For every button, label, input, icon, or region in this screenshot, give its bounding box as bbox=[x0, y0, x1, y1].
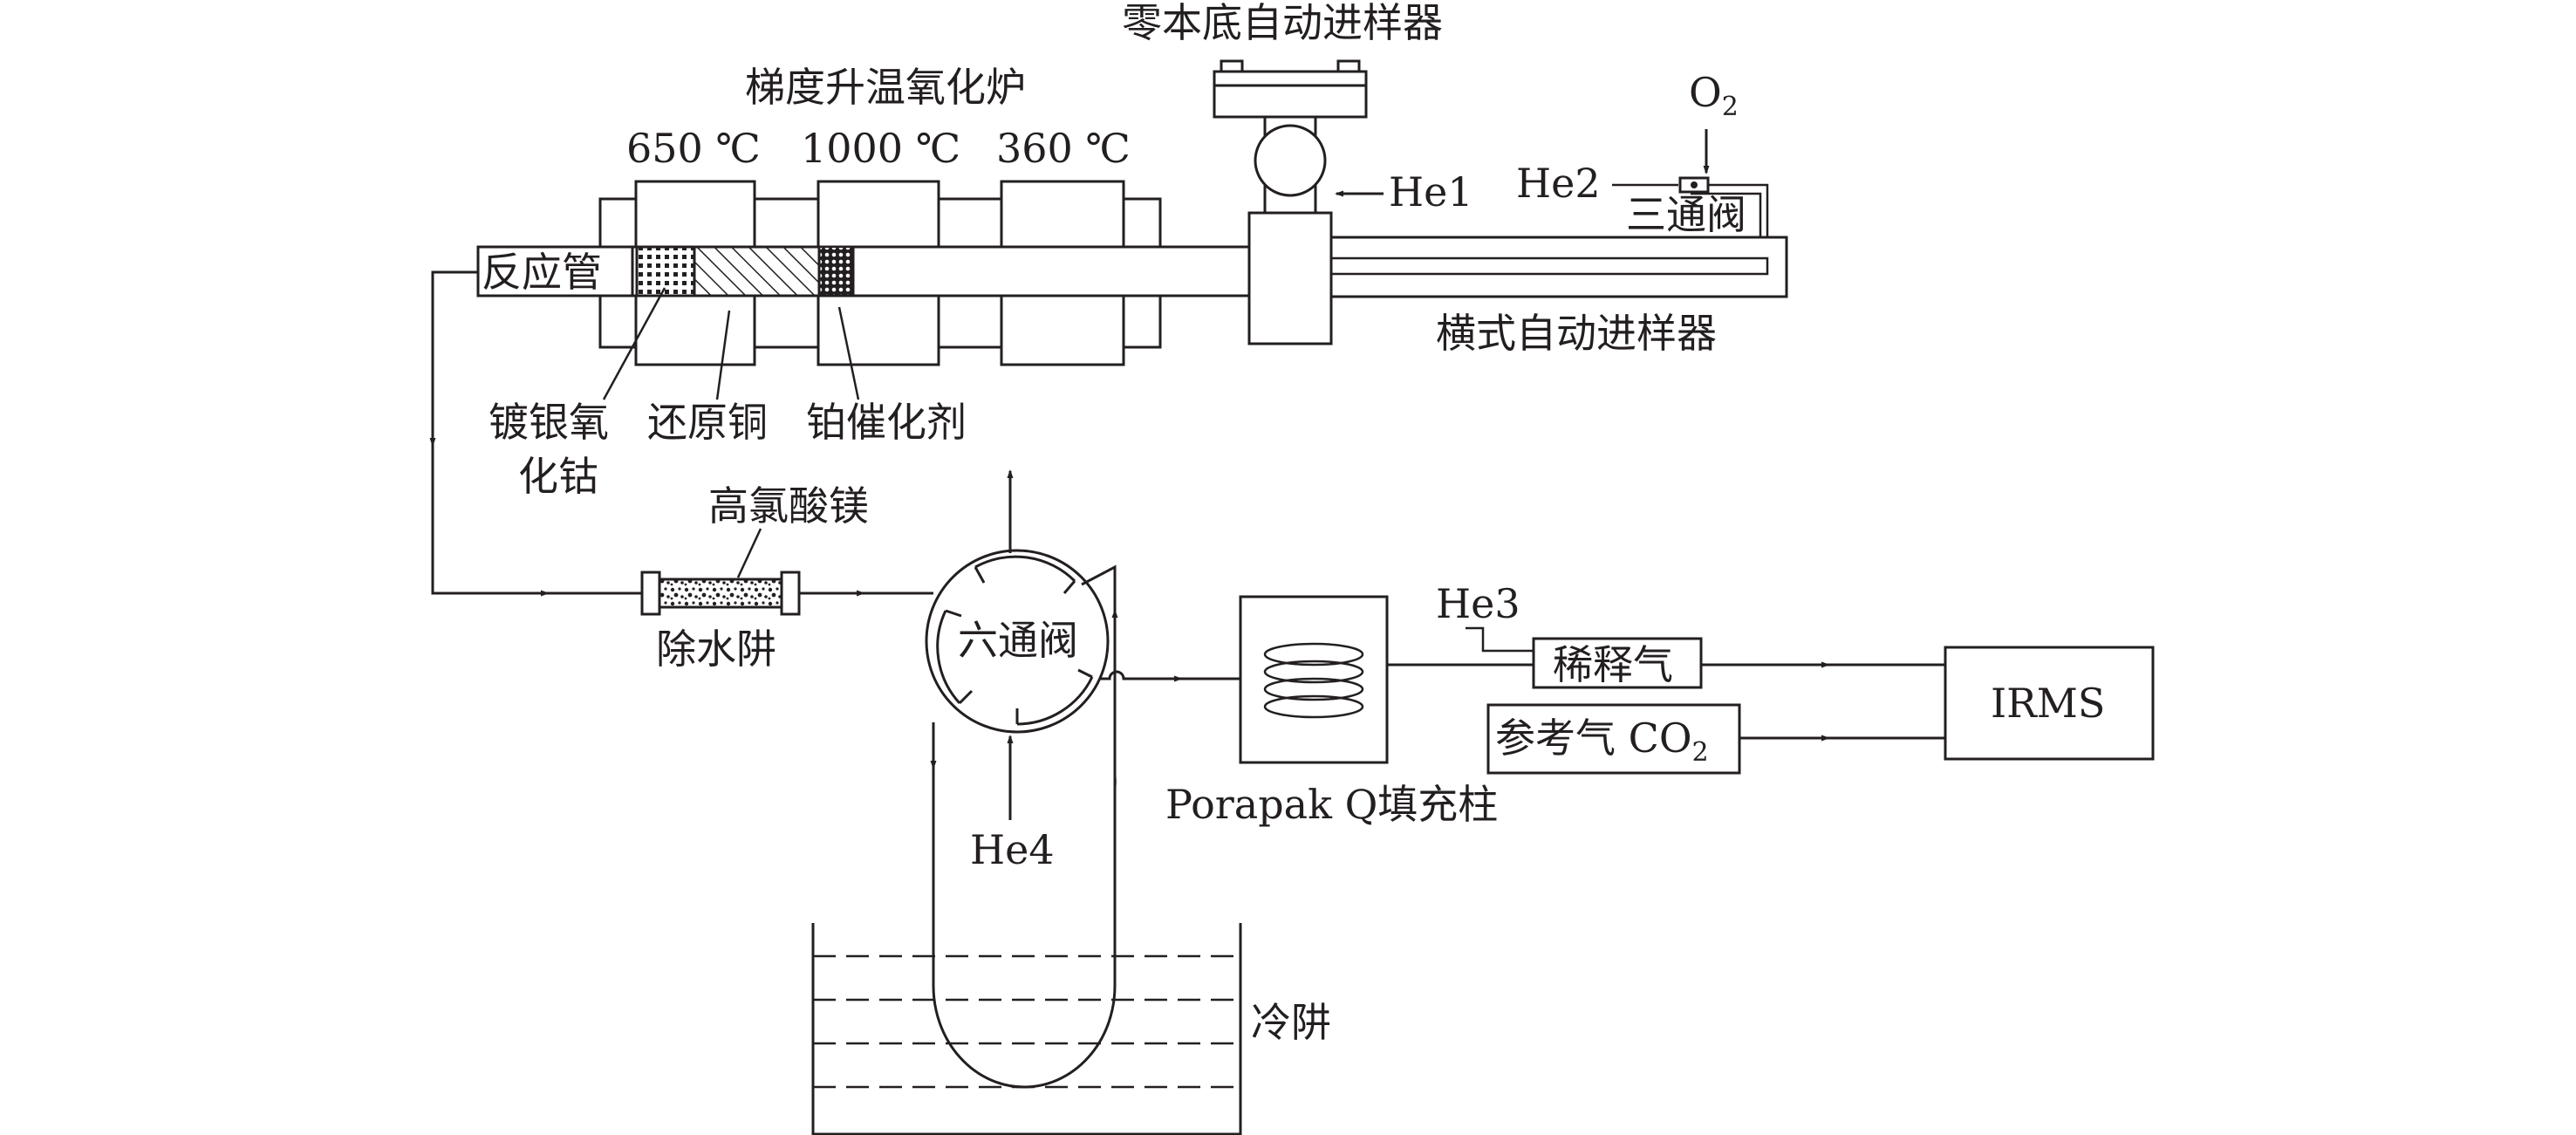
column-coil bbox=[1263, 677, 1364, 701]
he2-label: He2 bbox=[1516, 160, 1601, 207]
reaction-tube bbox=[476, 245, 1251, 297]
reduced-copper-packing bbox=[695, 248, 819, 295]
cold-trap-container bbox=[811, 923, 1242, 1135]
water-trap-packing bbox=[658, 578, 783, 609]
leader-line-reduced-copper bbox=[715, 310, 731, 400]
cold-trap-bath bbox=[811, 923, 1242, 1135]
catalyst-label-silver-cobalt: 镀银氧 bbox=[489, 399, 609, 446]
porapak-column-label: Porapak Q填充柱 bbox=[1165, 781, 1498, 828]
six-way-valve-tick bbox=[1063, 580, 1076, 594]
six-way-valve-tick bbox=[945, 609, 962, 618]
catalyst-label-reduced-copper: 还原铜 bbox=[647, 399, 768, 446]
six-way-valve bbox=[925, 549, 1110, 734]
platinum-catalyst-packing bbox=[820, 248, 853, 295]
he1-label: He1 bbox=[1389, 168, 1473, 215]
catalyst-label-platinum: 铂催化剂 bbox=[806, 399, 967, 446]
six-way-valve-channel bbox=[1016, 676, 1094, 726]
horizontal-sampler-tube bbox=[1329, 236, 1788, 298]
leader-line-platinum bbox=[837, 306, 860, 400]
six-way-valve-channel bbox=[974, 555, 1076, 583]
he3-inlet-line bbox=[1466, 626, 1534, 653]
reaction-tube-body bbox=[476, 245, 1251, 297]
dilution-gas-box bbox=[1532, 637, 1703, 689]
three-way-valve-line bbox=[1691, 192, 1762, 237]
silver-cobalt-oxide-packing bbox=[637, 248, 694, 295]
horizontal-autosampler bbox=[1329, 129, 1788, 298]
mg-perchlorate-label: 高氯酸镁 bbox=[708, 482, 869, 530]
sampler-top-plate bbox=[1213, 70, 1368, 87]
irms-label: IRMS bbox=[1991, 680, 2105, 727]
six-way-valve-channel bbox=[936, 610, 961, 705]
dilution-gas-label: 稀释气 bbox=[1553, 641, 1673, 688]
six-way-valve-tick bbox=[974, 566, 986, 584]
he4-label: He4 bbox=[970, 826, 1055, 873]
furnace-title: 梯度升温氧化炉 bbox=[745, 64, 1026, 111]
six-way-valve-tick bbox=[1077, 668, 1093, 679]
cold-trap-loop bbox=[932, 700, 1117, 1089]
water-trap-cap-right bbox=[780, 571, 801, 616]
column-coil bbox=[1263, 660, 1364, 684]
leader-line-silver-cobalt bbox=[602, 287, 666, 400]
three-way-valve-line bbox=[1691, 183, 1769, 237]
six-way-valve-body bbox=[925, 549, 1110, 734]
sampler-base-block bbox=[1247, 211, 1333, 345]
cold-trap-label: 冷阱 bbox=[1251, 999, 1331, 1046]
six-way-valve-label: 六通阀 bbox=[958, 617, 1078, 664]
water-trap-label: 除水阱 bbox=[656, 626, 776, 673]
six-way-valve-tick bbox=[958, 689, 974, 705]
sampler-valve-ball bbox=[1254, 124, 1327, 197]
catalyst-label-silver-cobalt: 化钴 bbox=[518, 453, 598, 500]
water-trap bbox=[640, 571, 801, 616]
temperature-label-650: 650 ℃ bbox=[626, 125, 761, 172]
o2-label: O2 bbox=[1689, 69, 1739, 122]
temperature-label-360: 360 ℃ bbox=[996, 125, 1131, 172]
column-coil bbox=[1263, 694, 1364, 719]
sampler-rod-end bbox=[1762, 256, 1769, 276]
three-way-valve-label: 三通阀 bbox=[1626, 191, 1746, 238]
temperature-label-1000: 1000 ℃ bbox=[801, 125, 960, 172]
reference-gas-label: 参考气 CO2 bbox=[1495, 715, 1709, 768]
horizontal-sampler-label: 横式自动进样器 bbox=[1436, 310, 1717, 357]
column-coil bbox=[1263, 642, 1364, 667]
water-trap-cap-left bbox=[640, 571, 661, 616]
sampler-top-body bbox=[1213, 84, 1368, 119]
porapak-q-column bbox=[1239, 595, 1389, 764]
valve-to-column-line bbox=[1101, 670, 1240, 680]
three-way-valve-knob bbox=[1691, 181, 1698, 188]
zero-blank-autosampler bbox=[1213, 59, 1368, 345]
zero-blank-sampler-label: 零本底自动进样器 bbox=[1122, 0, 1443, 46]
irms-box bbox=[1944, 646, 2155, 761]
leader-line-mg-perchlorate bbox=[736, 528, 762, 578]
he3-label: He3 bbox=[1436, 580, 1520, 627]
reaction-tube-label: 反应管 bbox=[482, 249, 602, 296]
